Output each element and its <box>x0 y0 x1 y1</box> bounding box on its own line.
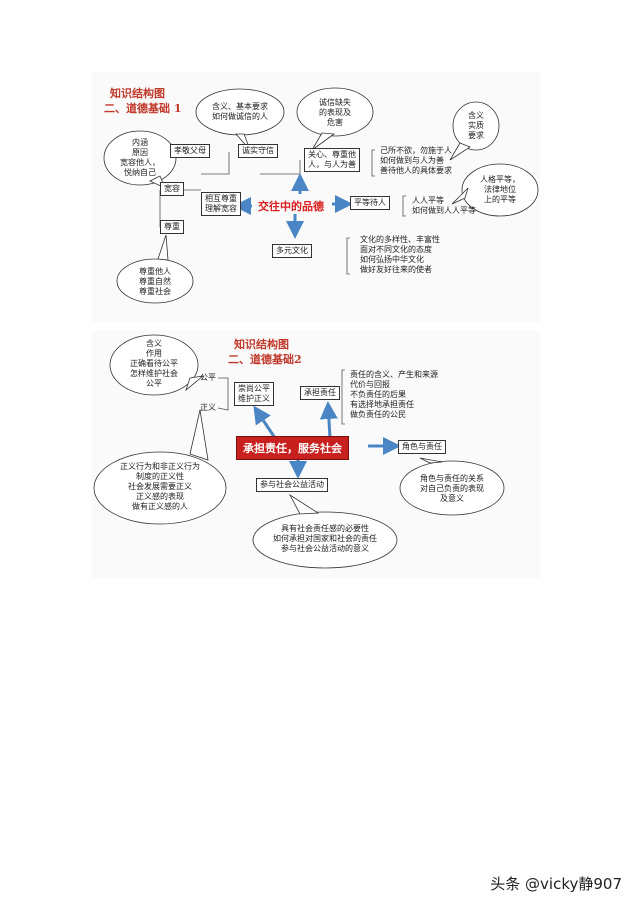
box-xiaojing: 孝敬父母 <box>170 144 210 158</box>
box-chengshi: 诚实守信 <box>238 144 278 158</box>
box-guanxin: 关心、尊重他 人，与人为善 <box>304 148 360 172</box>
diagram1-title: 知识结构图 <box>110 85 165 101</box>
bubble-gongping: 含义 作用 正确看待公平 怎样维护社会 公平 <box>114 339 194 389</box>
box-pingdeng: 平等待人 <box>350 196 390 210</box>
diagram2-center: 承担责任，服务社会 <box>236 436 349 460</box>
box-duoyuan: 多元文化 <box>272 244 312 258</box>
diagram1-subtitle: 二、道德基础 1 <box>104 100 181 116</box>
box-zunzhong: 尊重 <box>160 220 184 234</box>
diagram2-subtitle: 二、道德基础2 <box>228 351 302 367</box>
text-zeren: 责任的含义、产生和来源 代价与回报 不负责任的后果 有选择地承担责任 做负责任的… <box>350 370 438 420</box>
box-canyu: 参与社会公益活动 <box>256 478 328 492</box>
text-renren: 人人平等 如何做到人人平等 <box>412 196 476 216</box>
bubble-juese: 角色与责任的关系 对自己负责的表现 及意义 <box>404 474 500 504</box>
bubble-renge: 人格平等， 法律地位 上的平等 <box>466 175 534 205</box>
box-chongshang: 崇尚公平 维护正义 <box>234 382 274 406</box>
bubble-chengxin-queshi: 诚信缺失 的表现及 危害 <box>302 98 368 128</box>
bubble-shehui: 具有社会责任感的必要性 如何承担对国家和社会的责任 参与社会公益活动的意义 <box>258 524 392 554</box>
bubble-hanyi-shizhi: 含义 实质 要求 <box>456 111 496 141</box>
label-gongping: 公平 <box>200 373 216 383</box>
box-xianghu: 相互尊重 理解宽容 <box>201 192 241 216</box>
text-jisuo: 己所不欲，勿施于人 如何做到与人为善 善待他人的具体要求 <box>380 146 452 176</box>
bubble-neihan: 内涵 原因 宽容他人， 悦纳自己 <box>108 138 172 178</box>
diagram2-title: 知识结构图 <box>234 336 289 352</box>
label-zhengyi: 正义 <box>200 403 216 413</box>
text-wenhua: 文化的多样性、丰富性 面对不同文化的态度 如何弘扬中华文化 做好友好往来的使者 <box>360 235 440 275</box>
box-kuanrong: 宽容 <box>160 182 184 196</box>
bubble-hanyi-jiben: 含义、基本要求 如何做诚信的人 <box>200 102 280 122</box>
bubble-zhengyi: 正义行为和非正义行为 制度的正义性 社会发展需要正义 正义感的表现 做有正义感的… <box>104 462 216 512</box>
bubble-zunzhong: 尊重他人 尊重自然 尊重社会 <box>122 267 188 297</box>
box-chengdan: 承担责任 <box>300 386 340 400</box>
watermark: 头条 @vicky静907 <box>490 873 622 894</box>
diagram1-center: 交往中的品德 <box>258 198 324 214</box>
box-juese: 角色与责任 <box>398 440 446 454</box>
